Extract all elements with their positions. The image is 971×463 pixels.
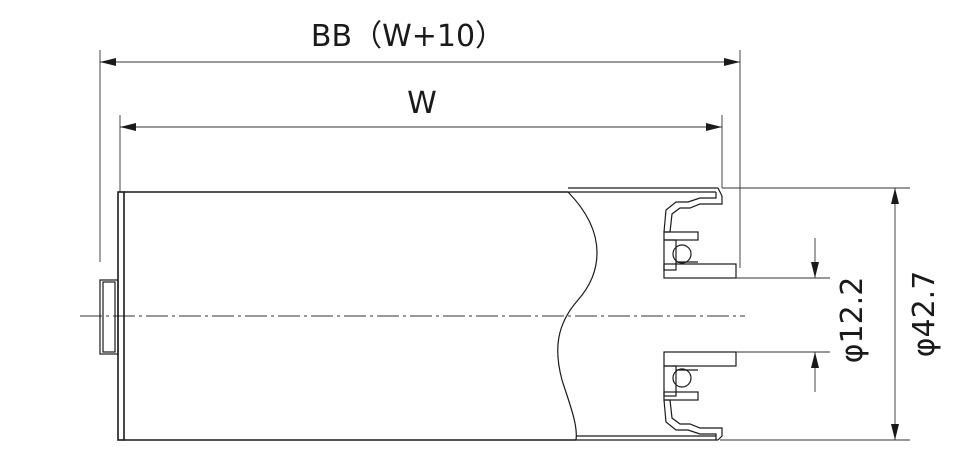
bearing-housing-bottom: [663, 351, 737, 441]
dimension-overall-length: BB（W+10）: [99, 19, 741, 268]
dimension-shaft-diameter: φ12.2: [736, 238, 870, 392]
shaft-diameter-label: φ12.2: [835, 277, 870, 364]
overall-length-label: BB（W+10）: [311, 19, 505, 54]
face-width-label: W: [407, 86, 437, 121]
dimension-face-width: W: [119, 86, 723, 192]
tube-diameter-label: φ42.7: [907, 271, 942, 358]
dimension-tube-diameter: φ42.7: [720, 187, 942, 441]
bearing-housing-top: [663, 187, 737, 279]
roller-tube: [99, 187, 718, 441]
